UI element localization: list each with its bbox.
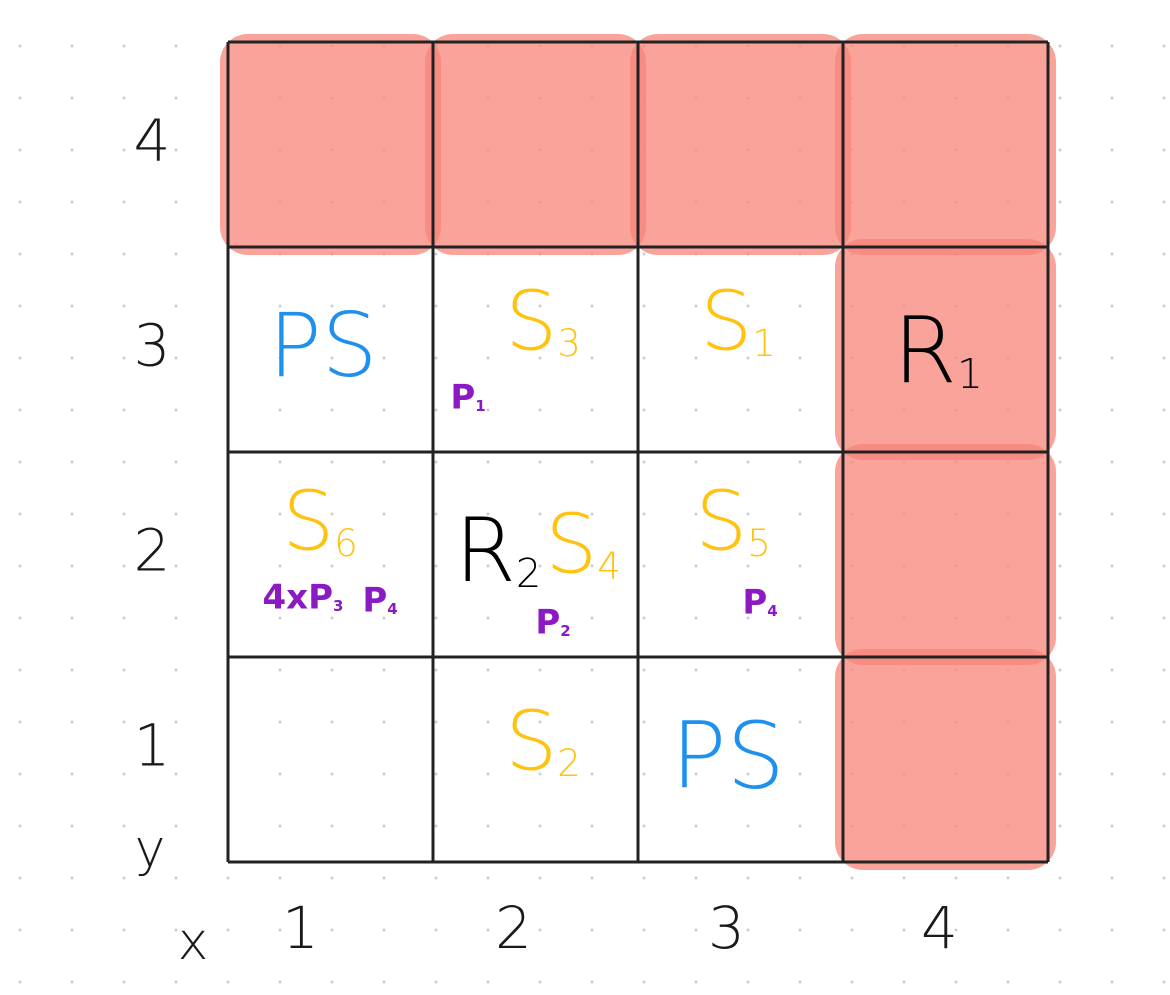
highlight-cell-4-3 bbox=[835, 239, 1056, 460]
cell-3-2-mark-p-1: P4 bbox=[742, 583, 777, 623]
x-axis-label-4: 4 bbox=[921, 894, 958, 962]
cell-2-3-mark-p-1: P1 bbox=[450, 378, 485, 418]
cell-2-3-mark-s-0: S3 bbox=[505, 275, 581, 370]
x-axis-label-1: 1 bbox=[282, 894, 319, 962]
highlight-layer bbox=[220, 34, 1056, 870]
cell-2-3-subscript-0: 3 bbox=[557, 322, 581, 365]
cell-2-2-subscript-1: 4 bbox=[597, 545, 621, 588]
cell-1-2-mark-s-0: S6 bbox=[282, 475, 358, 570]
highlight-cell-4-1 bbox=[835, 649, 1056, 870]
highlight-cell-3-4 bbox=[630, 34, 851, 255]
cell-3-1-mark-ps-0: PS bbox=[671, 703, 785, 810]
y-axis-label-1: 1 bbox=[134, 712, 171, 780]
cell-3-2-subscript-1: 4 bbox=[767, 602, 777, 620]
x-axis-label-3: 3 bbox=[708, 894, 745, 962]
cell-2-2-mark-r-0: R2 bbox=[455, 499, 542, 602]
cell-1-2-subscript-1: 3 bbox=[333, 597, 343, 615]
highlight-cell-4-4 bbox=[835, 34, 1056, 255]
highlight-cell-4-2 bbox=[835, 444, 1056, 665]
cell-4-3-subscript-0: 1 bbox=[957, 350, 983, 398]
cell-3-3-subscript-0: 1 bbox=[752, 322, 776, 365]
cell-1-2-subscript-2: 4 bbox=[387, 600, 397, 618]
cell-2-3-subscript-1: 1 bbox=[475, 397, 485, 415]
cell-3-2-mark-s-0: S5 bbox=[695, 475, 771, 570]
cell-2-2-subscript-2: 2 bbox=[560, 622, 570, 640]
y-axis-label-2: 2 bbox=[134, 517, 171, 585]
x-axis-title: x bbox=[178, 912, 209, 972]
cell-2-1-subscript-0: 2 bbox=[557, 742, 581, 785]
highlight-cell-1-4 bbox=[220, 34, 441, 255]
cell-2-1-mark-s-0: S2 bbox=[505, 695, 581, 790]
grid-lines bbox=[226, 40, 1050, 864]
cell-2-2-subscript-0: 2 bbox=[516, 551, 541, 597]
y-axis-title: y bbox=[135, 819, 166, 879]
x-axis-label-2: 2 bbox=[495, 894, 532, 962]
cell-2-2-mark-s-1: S4 bbox=[545, 498, 621, 593]
cell-3-3-mark-s-0: S1 bbox=[700, 275, 776, 370]
axis-labels: 4 3 2 1 1 2 3 4 xy bbox=[134, 107, 958, 973]
cell-2-2-mark-p-2: P2 bbox=[535, 603, 570, 643]
cell-1-2-mark-p-2: P4 bbox=[362, 581, 397, 621]
cell-1-2-mark-p-1: 4xP3 bbox=[263, 578, 344, 618]
cell-3-2-subscript-0: 5 bbox=[747, 522, 771, 565]
y-axis-label-4: 4 bbox=[134, 107, 171, 175]
y-axis-label-3: 3 bbox=[134, 312, 171, 380]
cell-1-2-subscript-0: 6 bbox=[334, 522, 358, 565]
highlight-cell-2-4 bbox=[425, 34, 646, 255]
cell-1-3-mark-ps-0: PS bbox=[269, 294, 378, 397]
